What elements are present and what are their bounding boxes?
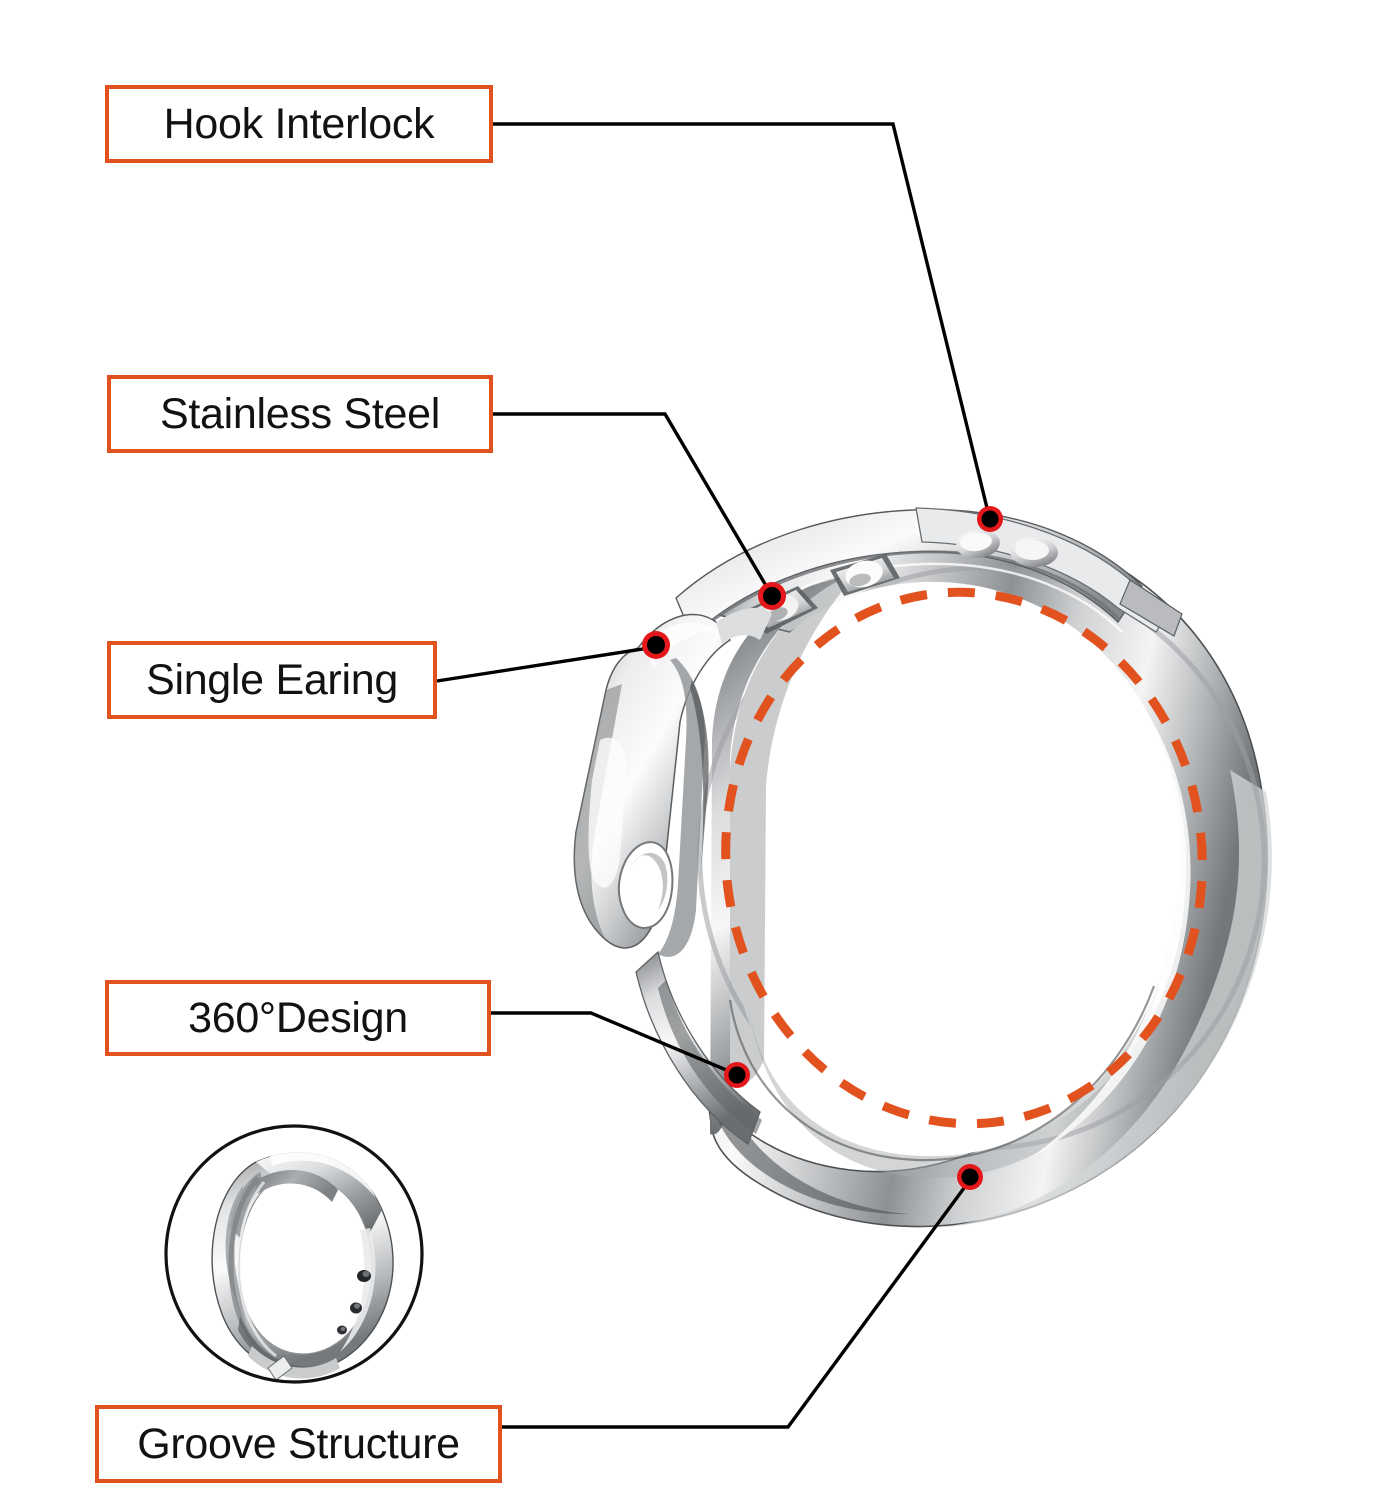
callout-360-design[interactable]: 360°Design	[105, 980, 491, 1056]
dimple-right	[956, 529, 1058, 568]
inset-dimple-holes	[337, 1270, 371, 1335]
inset-circle-frame	[164, 1124, 424, 1384]
callout-label-groove-structure: Groove Structure	[137, 1419, 460, 1468]
callout-hook-interlock[interactable]: Hook Interlock	[105, 85, 493, 163]
callout-stainless-steel[interactable]: Stainless Steel	[107, 375, 493, 453]
inner-bore-dashed-guide	[721, 587, 1207, 1129]
dimple-middle	[830, 554, 900, 596]
callout-single-earing[interactable]: Single Earing	[107, 641, 437, 719]
callout-label-stainless-steel: Stainless Steel	[160, 389, 440, 438]
callout-label-360-design: 360°Design	[188, 993, 408, 1042]
product-illustration-clamp	[573, 507, 1272, 1228]
groove-structure-inset	[164, 1124, 424, 1384]
callout-label-hook-interlock: Hook Interlock	[163, 99, 435, 148]
callout-label-single-earing: Single Earing	[146, 655, 398, 704]
callout-groove-structure[interactable]: Groove Structure	[95, 1405, 502, 1483]
